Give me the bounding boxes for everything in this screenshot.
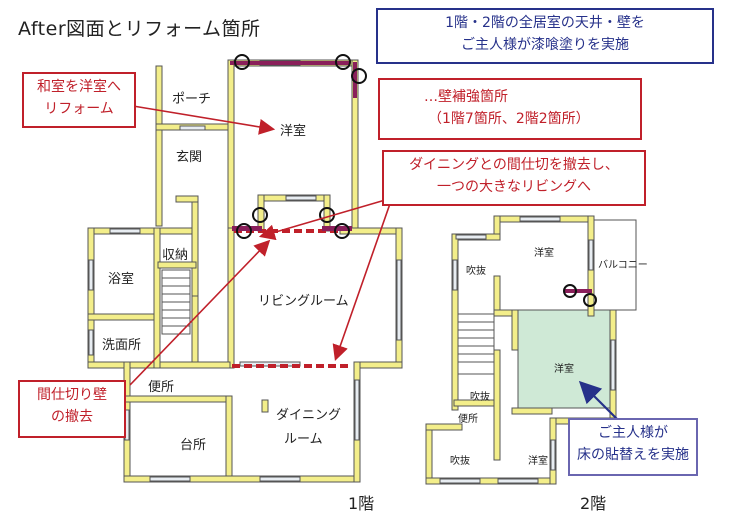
note-reinforce: …壁補強箇所 （1階7箇所、2階2箇所） [378,78,642,140]
room-toilet: 便所 [148,380,175,395]
note-floor2: ご主人様が 床の貼替えを実施 [568,418,698,476]
room-entrance: 玄関 [176,150,203,165]
floor2-western-green [517,309,611,409]
room-western: 洋室 [280,124,307,139]
room-dining-line2: ルーム [284,432,323,447]
note-washitsu: 和室を洋室へ リフォーム [22,72,136,128]
note-washitsu-line2: リフォーム [44,101,114,117]
floor1-label: 1階 [348,494,375,513]
note-partition-line1: 間仕切り壁 [37,387,107,403]
room-dining-line1: ダイニング [276,408,342,423]
floor2-stairs [457,313,495,375]
note-reinforce-count: （1階7箇所、2階2箇所） [428,111,590,127]
arrows [129,105,621,423]
note-floor2-line1: ご主人様が [598,425,668,441]
f2-room-western-bottom: 洋室 [528,456,548,467]
note-dining-line1: ダイニングとの間仕切を撤去し、 [409,157,619,173]
floor2-reinforcement [563,284,597,307]
f2-room-void-top: 吹抜 [466,266,486,277]
room-bath: 浴室 [108,272,135,287]
room-washroom: 洗面所 [102,338,142,353]
floor1-reinforcement-bands [230,61,357,231]
page-title: After図面とリフォーム箇所 [18,18,261,40]
room-kitchen: 台所 [180,438,207,453]
floor2-windows [439,216,616,484]
note-dining: ダイニングとの間仕切を撤去し、 一つの大きなリビングへ [382,150,646,206]
note-reinforce-legend: …壁補強箇所 [424,89,508,105]
f2-room-western-center: 洋室 [554,364,574,375]
f2-room-void-bottom: 吹抜 [450,456,470,467]
note-floor2-line2: 床の貼替えを実施 [577,447,689,463]
note-ceiling-wall-line2: ご主人様が漆喰塗りを実施 [461,37,629,53]
f2-room-western-top: 洋室 [534,248,554,259]
note-dining-line2: 一つの大きなリビングへ [437,179,591,195]
f2-room-toilet: 便所 [458,414,478,425]
floor1-reinforcement-circles [234,54,367,239]
note-partition-line2: の撤去 [51,409,93,425]
floor2-balcony [593,219,637,311]
note-washitsu-line1: 和室を洋室へ [37,79,121,95]
floor2-label: 2階 [580,494,607,513]
note-partition: 間仕切り壁 の撤去 [18,380,126,438]
room-porch: ポーチ [172,92,212,107]
note-ceiling-wall: 1階・2階の全居室の天井・壁を ご主人様が漆喰塗りを実施 [376,8,714,64]
room-storage: 収納 [162,248,189,263]
f2-room-balcony: バルコニー [598,260,648,271]
floor1-stairs [161,269,191,335]
room-living: リビングルーム [258,294,349,309]
f2-room-void-mid: 吹抜 [470,392,490,403]
note-ceiling-wall-line1: 1階・2階の全居室の天井・壁を [445,15,645,31]
